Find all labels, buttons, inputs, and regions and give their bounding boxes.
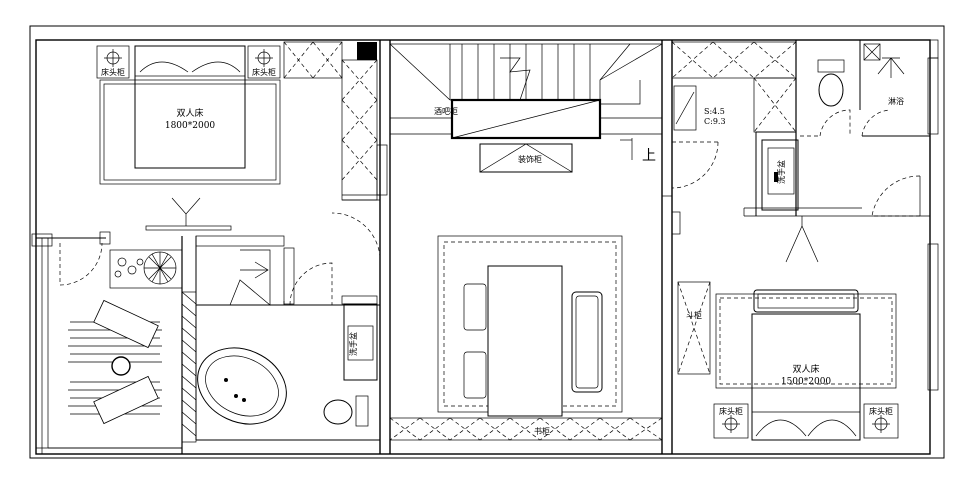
- decor-cabinet-label: 装饰柜: [518, 154, 542, 164]
- basin-right-label: 洗手盆: [776, 160, 786, 184]
- stair-area-1: S:4.5: [704, 107, 725, 116]
- nightstand-4-label: 床头柜: [869, 406, 893, 416]
- toilet-right: [818, 73, 844, 107]
- stair-hall: 上 酒吧柜 装饰柜 书柜: [389, 39, 663, 441]
- chest-cabinet: [677, 281, 711, 375]
- master-bed-label: 双人床: [176, 107, 203, 119]
- wine-cabinet-label: 酒吧柜: [434, 106, 458, 116]
- master-bedroom: 双人床 1800*2000 床头柜 床头柜: [96, 41, 388, 266]
- basin-left-label: 洗手盆: [348, 332, 358, 356]
- bathtub: [197, 347, 287, 425]
- table: [487, 265, 563, 417]
- nightstand-left: [96, 45, 130, 79]
- toilet-left: [323, 399, 353, 425]
- lounge-chairs: [68, 299, 162, 425]
- shower-label: 淋浴: [888, 96, 904, 106]
- second-bed-size: 1500*2000: [781, 377, 832, 387]
- nightstand-2-label: 床头柜: [252, 67, 276, 77]
- nightstand-3-label: 床头柜: [719, 406, 743, 416]
- bottom-cabinet-label: 书柜: [534, 426, 550, 436]
- nightstand-1-label: 床头柜: [101, 67, 125, 77]
- stair-area-2: C:9.3: [704, 117, 726, 126]
- stair-up-label: 上: [642, 148, 656, 164]
- master-bathroom: 洗手盆: [181, 235, 380, 454]
- second-bedroom: S:4.5 C:9.3 洗手盆 淋浴: [662, 39, 939, 441]
- second-bed-label: 双人床: [792, 363, 819, 375]
- nightstand-right: [247, 45, 281, 79]
- second-bed: [751, 313, 861, 441]
- bottom-cabinet: [389, 417, 663, 441]
- nightstand-3: [713, 403, 749, 439]
- cabinet-label: 斗柜: [686, 310, 702, 320]
- nightstand-4: [863, 403, 899, 439]
- balcony: [31, 231, 183, 454]
- staircase: 上: [389, 43, 663, 164]
- master-bed-size: 1800*2000: [165, 121, 216, 131]
